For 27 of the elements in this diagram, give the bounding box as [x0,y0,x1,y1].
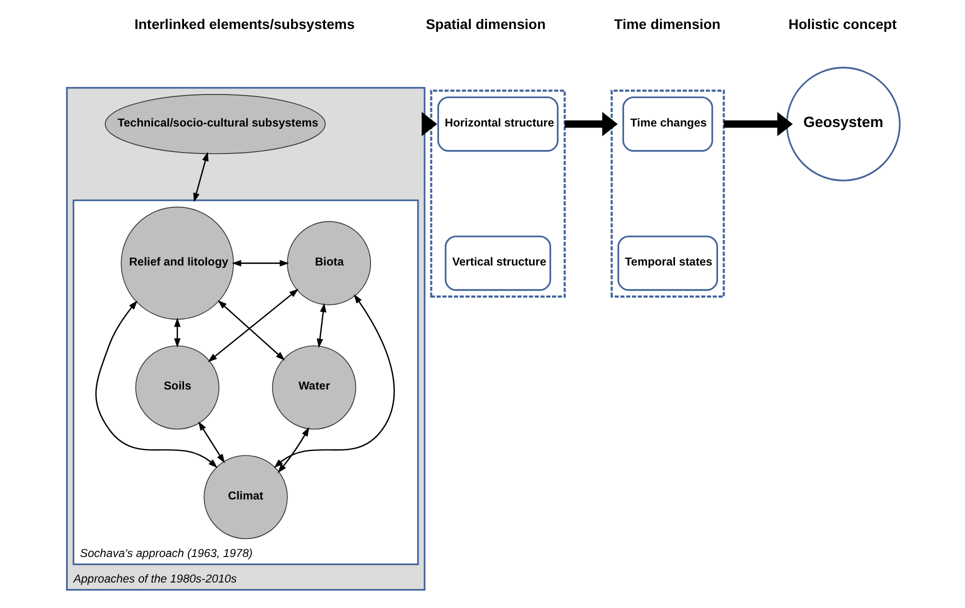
node-ellipse: Technical/socio-cultural subsystems [104,94,326,154]
label: Holistic concept [788,16,897,32]
label: Time dimension [614,16,720,32]
arrow [174,318,181,348]
node-box: Temporal states [617,236,718,291]
arrow [208,288,299,362]
node-box: Horizontal structure [437,96,559,152]
arrow [198,421,225,464]
arrow [232,260,290,266]
node-circle: Relief and litology [120,206,234,320]
node-box: Time changes [622,96,714,152]
label: Interlinked elements/subsystems [134,16,355,32]
arrow [218,300,285,360]
arrow [274,294,395,468]
cluster [430,90,566,298]
arrow [95,300,218,468]
node-box: Vertical structure [444,236,552,291]
node-circle: Geosystem [786,66,901,182]
label: Spatial dimension [426,16,546,32]
arrow [193,152,208,202]
arrow [564,112,618,136]
arrow [422,112,438,136]
cluster [610,90,725,298]
arrow [316,302,326,348]
arrow [278,427,310,474]
node-circle: Water [272,345,356,430]
arrow [724,112,793,136]
